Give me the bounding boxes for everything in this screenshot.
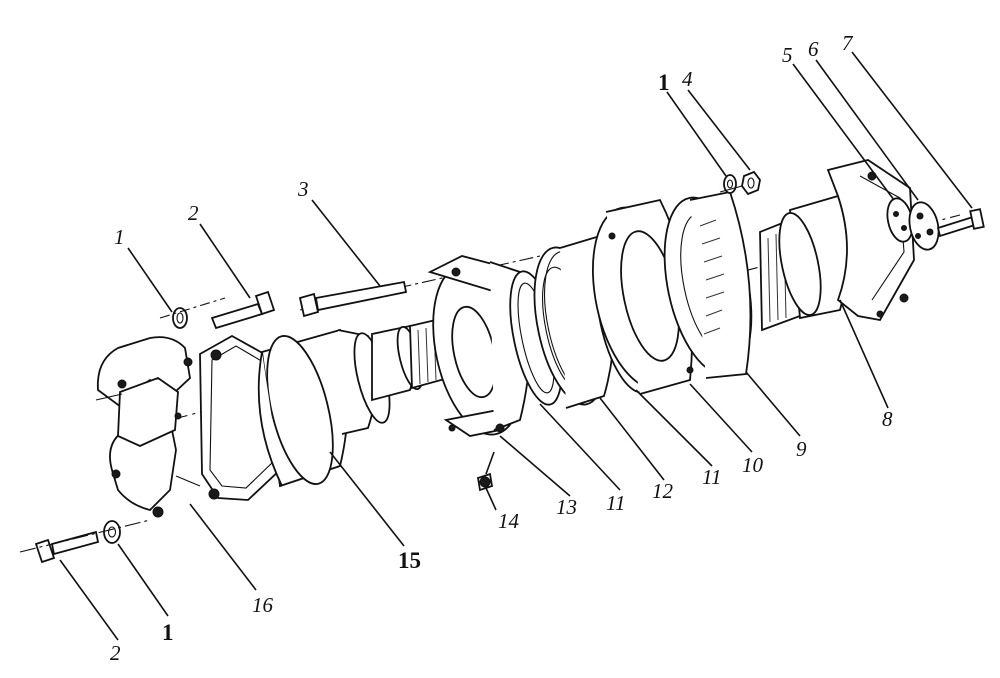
callout-6: 6	[808, 37, 819, 61]
grease-nipple-part-14	[476, 451, 495, 492]
nut-part-4	[719, 170, 761, 196]
callout-16: 16	[252, 593, 274, 617]
plate-part-5	[886, 197, 914, 243]
callout-13: 13	[556, 495, 577, 519]
callout-1-lower: 1	[162, 620, 174, 645]
end-yoke-part-8	[759, 159, 915, 332]
callout-10: 10	[742, 453, 764, 477]
callout-3: 3	[297, 177, 309, 201]
bolt-part-2-lower	[34, 530, 100, 564]
callout-1-upper-left: 1	[114, 225, 125, 249]
washer-part-1-upper	[172, 307, 188, 329]
bolt-part-7	[936, 208, 985, 238]
callout-11-right: 11	[702, 465, 721, 489]
callout-15: 15	[398, 548, 421, 573]
callout-9: 9	[796, 437, 807, 461]
bolt-part-3	[298, 280, 408, 318]
callout-11-left: 11	[606, 491, 625, 515]
washer-part-1-lower	[103, 520, 121, 544]
callout-1-upper-right: 1	[658, 70, 670, 95]
callout-12: 12	[652, 479, 674, 503]
callout-4: 4	[682, 67, 693, 91]
callout-2-upper: 2	[188, 201, 199, 225]
bolt-part-2-upper	[210, 290, 276, 330]
callout-7: 7	[842, 31, 854, 55]
gear-ring-part-9	[663, 190, 753, 379]
callout-2-lower: 2	[110, 641, 121, 665]
callout-8: 8	[882, 407, 893, 431]
callout-14: 14	[498, 509, 520, 533]
callout-labels: 1 2 3 1 4 5 6 7 8 9 10 11 12 11 13 14 15…	[110, 31, 893, 665]
callout-5: 5	[782, 43, 793, 67]
yoke-flange-part-16	[95, 334, 283, 518]
plate-part-6	[908, 201, 940, 251]
leader-lines	[59, 51, 973, 641]
